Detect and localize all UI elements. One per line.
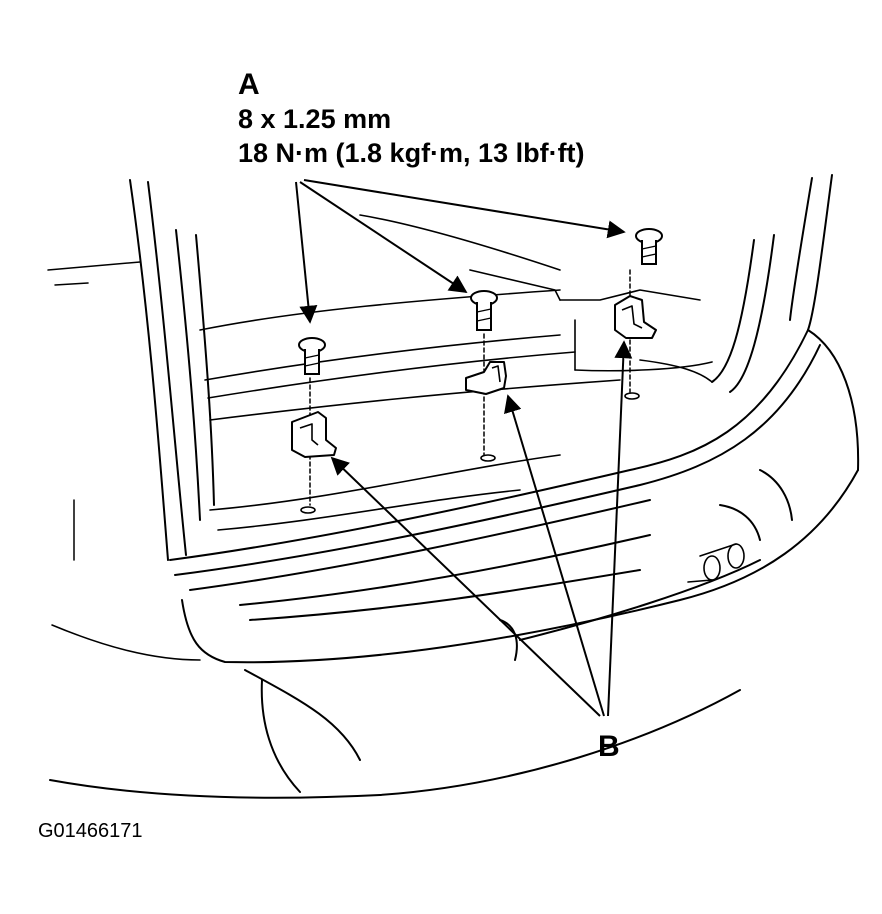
bolt-middle — [471, 291, 497, 330]
left-pillar — [130, 180, 214, 560]
left-body-panel — [48, 262, 200, 660]
callout-b-leaders — [330, 340, 633, 716]
bolt-right — [636, 229, 662, 264]
bracket-right — [615, 296, 656, 338]
bumper-step — [170, 330, 820, 620]
callout-b-label: B — [598, 730, 620, 763]
exhaust-tips — [688, 544, 744, 582]
bolt-torque-spec: 18 N·m (1.8 kgf·m, 13 lbf·ft) — [238, 138, 585, 168]
right-pillar — [712, 175, 832, 392]
bumper-fascia — [50, 330, 858, 798]
bracket-middle — [466, 362, 506, 394]
callout-a-leaders — [296, 180, 626, 324]
bracket-left — [292, 412, 336, 457]
cargo-floor — [200, 215, 712, 530]
mounting-holes — [301, 393, 639, 513]
bolt-size-spec: 8 x 1.25 mm — [238, 104, 392, 134]
figure-code: G01466171 — [38, 820, 143, 842]
callout-a-label: A — [238, 68, 260, 101]
bolt-left — [299, 338, 325, 374]
